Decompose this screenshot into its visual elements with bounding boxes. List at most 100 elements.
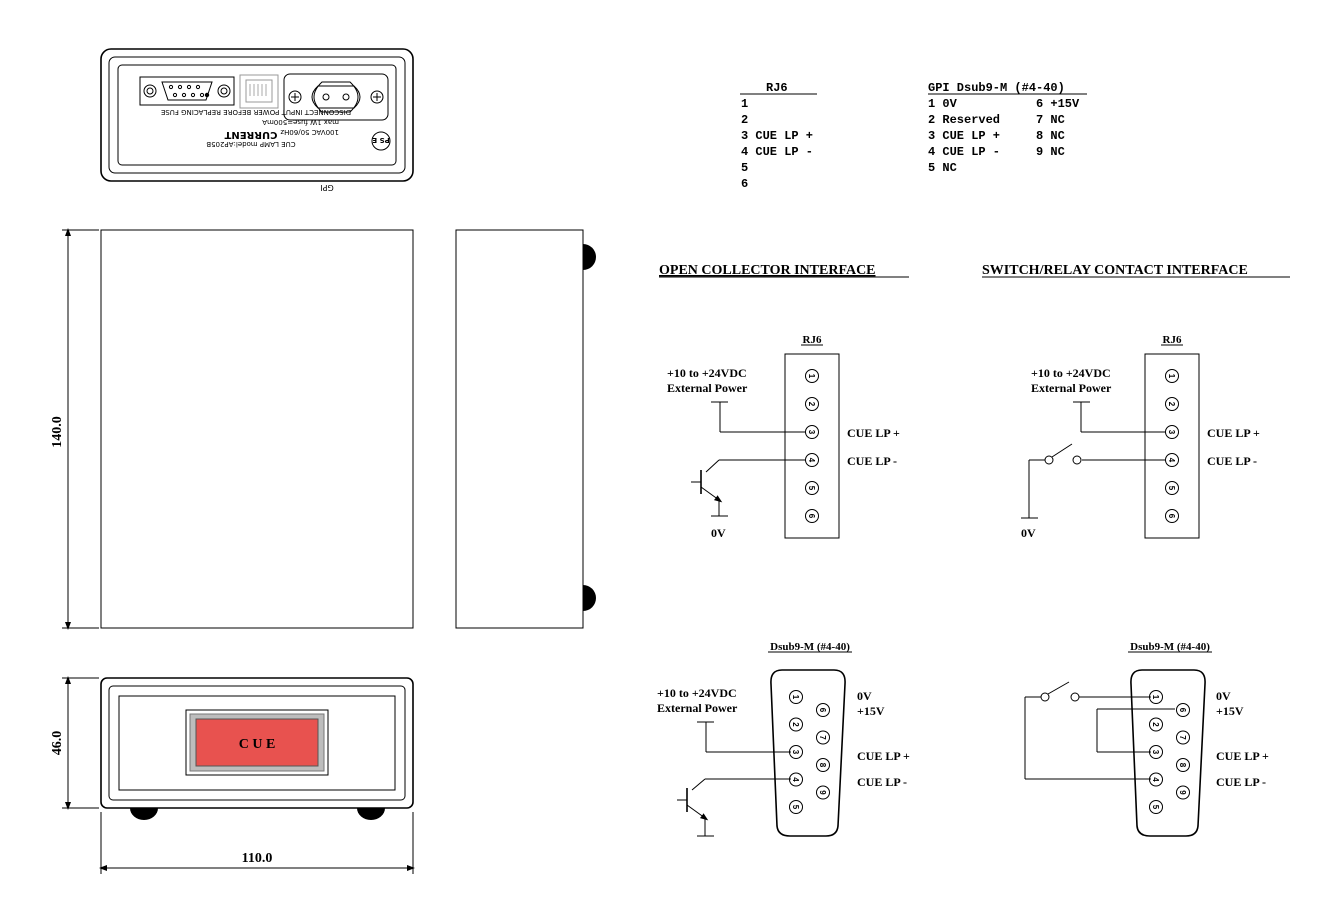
gpi-row: 3 CUE LP + [928, 129, 1000, 143]
side-view [455, 229, 596, 629]
dsub-connector-shell [770, 669, 846, 837]
brand-label: CURRENT [224, 129, 277, 140]
dsub-pin-icon [789, 690, 803, 704]
gpi-pinout-table: GPI Dsub9-M (#4-40) 1 0V 2 Reserved 3 CU… [928, 81, 1087, 175]
gpi-row: 4 CUE LP - [928, 145, 1000, 159]
rj6-row: 6 [741, 177, 748, 191]
gpi-dsub-connector [139, 76, 235, 106]
power-label: +10 to +24VDC [667, 366, 747, 380]
rj6-connector-label: RJ6 [803, 334, 822, 346]
dsub-connector-label: Dsub9-M (#4-40) [770, 641, 850, 653]
switch-lever-icon [1051, 443, 1073, 458]
dsub-pin-number: 4 [791, 777, 800, 782]
dsub-pin-icon [1149, 717, 1163, 732]
cue-plus-label: CUE LP + [847, 426, 900, 440]
dsub-pin-number: 2 [791, 722, 800, 727]
gpi-row: 8 NC [1036, 129, 1065, 143]
rj6-pin-icon [805, 425, 819, 439]
rj6-row: 2 [741, 113, 748, 127]
rj6-row: 4 CUE LP - [741, 145, 813, 159]
gpi-row: 2 Reserved [928, 113, 1000, 127]
rj6-connector-block [784, 353, 840, 539]
model-label: CUE LAMP model:AP205B [206, 140, 296, 148]
cue-minus-label: CUE LP - [1216, 775, 1266, 789]
zero-v-label: 0V [857, 689, 872, 703]
gpi-row: 5 NC [928, 161, 957, 175]
dsub-pin-number: 7 [1178, 735, 1187, 740]
gpi-label: GPI [320, 183, 333, 192]
plus15-label: +15V [1216, 704, 1244, 718]
rj6-pin-number: 5 [1167, 486, 1176, 491]
dsub-pin-icon [789, 717, 803, 732]
power-label: External Power [667, 381, 748, 395]
rj6-pin-number: 2 [1167, 402, 1176, 407]
rubber-foot-icon [357, 808, 385, 820]
rj6-table-title: RJ6 [766, 81, 788, 95]
dsub-pin-number: 9 [1178, 790, 1187, 795]
rj6-row: 5 [741, 161, 748, 175]
rj6-row: 3 CUE LP + [741, 129, 813, 143]
rj6-pin-icon [1165, 481, 1179, 495]
gpi-row: 1 0V [928, 97, 958, 111]
gpi-row: 6 +15V [1036, 97, 1080, 111]
dsub-pin-icon [1176, 785, 1190, 800]
switch-contact-icon [1040, 692, 1050, 702]
switch-contact-icon [1044, 455, 1054, 465]
gpi-row: 9 NC [1036, 145, 1065, 159]
rj6-pin-icon [805, 481, 819, 495]
dsub-pin-number: 6 [818, 708, 827, 713]
power-label: +10 to +24VDC [657, 686, 737, 700]
rj6-pin-number: 6 [807, 514, 816, 519]
front-view: C U E 46.0 110.0 [50, 676, 415, 874]
cue-plus-label: CUE LP + [1216, 749, 1269, 763]
dsub-pin-number: 5 [1151, 805, 1160, 810]
power-label: External Power [1031, 381, 1112, 395]
rear-panel: GPI CURRENT CUE LAMP model:AP205B 100VAC… [100, 48, 414, 192]
fuse-warning-label: DISCONNECT INPUT POWER BEFORE REPLACING … [161, 108, 351, 116]
dsub-connector-label: Dsub9-M (#4-40) [1130, 641, 1210, 653]
dsub-pin-number: 4 [1151, 777, 1160, 782]
rj6-pin-number: 3 [1167, 430, 1176, 435]
svg-text:PS E: PS E [372, 136, 390, 144]
rj6-pin-icon [805, 509, 819, 523]
dsub-pin-icon [1149, 800, 1163, 814]
dsub-pin-number: 3 [1151, 750, 1160, 755]
cue-minus-label: CUE LP - [1207, 454, 1257, 468]
ground-label: 0V [711, 526, 726, 540]
cue-minus-label: CUE LP - [857, 775, 907, 789]
height-dimension-label: 140.0 [50, 416, 65, 448]
dsub-pin-icon [1176, 758, 1190, 772]
top-view: 140.0 [50, 228, 414, 630]
dsub-pin-icon [816, 703, 830, 717]
rear-panel-labels: GPI CURRENT CUE LAMP model:AP205B 100VAC… [161, 108, 351, 192]
gpi-table-title: GPI Dsub9-M (#4-40) [928, 81, 1065, 95]
dsub-pin-number: 1 [1151, 695, 1160, 700]
rj6-pin-number: 1 [807, 374, 816, 379]
rj6-pinout-table: RJ6 1 2 3 CUE LP + 4 CUE LP - 5 6 [740, 81, 817, 191]
rj6-pin-number: 4 [807, 458, 816, 463]
rj6-pin-number: 1 [1167, 374, 1176, 379]
dsub-pin-icon [1176, 703, 1190, 717]
rj6-pin-icon [805, 397, 819, 411]
dsub-connector-shell [1130, 669, 1206, 837]
rj6-pin-number: 6 [1167, 514, 1176, 519]
dsub-pin-icon [816, 730, 830, 745]
gpi-row: 7 NC [1036, 113, 1065, 127]
power-inlet [283, 73, 389, 121]
open-collector-title: OPEN COLLECTOR INTERFACE [659, 263, 876, 278]
cue-minus-label: CUE LP - [847, 454, 897, 468]
depth-dimension-label: 46.0 [50, 731, 65, 756]
rubber-foot-icon [130, 808, 158, 820]
rj6-pin-icon [805, 369, 819, 383]
rj6-pin-number: 3 [807, 430, 816, 435]
dsub-pin-number: 2 [1151, 722, 1160, 727]
ground-label: 0V [1021, 526, 1036, 540]
rj6-row: 1 [741, 97, 748, 111]
rj6-pin-icon [805, 453, 819, 467]
dsub-pin-number: 6 [1178, 708, 1187, 713]
rj6-jack [239, 74, 279, 109]
